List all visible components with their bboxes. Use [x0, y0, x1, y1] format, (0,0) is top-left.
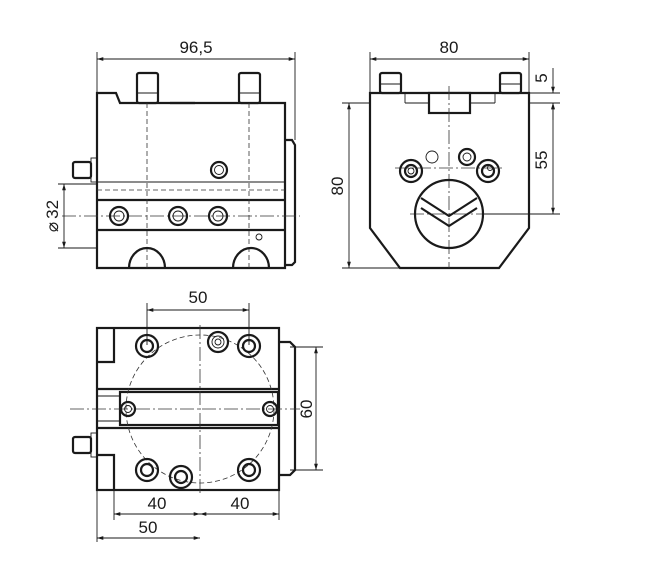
- front-pin-left: [135, 71, 160, 105]
- side-view: 80: [328, 38, 560, 270]
- dim-front-diameter: ⌀32: [43, 200, 62, 232]
- top-channel-screw-right: [261, 400, 279, 418]
- front-view: 96,5: [43, 38, 300, 270]
- front-pin-right: [237, 71, 262, 105]
- dim-side-center: 55: [532, 151, 551, 170]
- dim-top-spacing: 50: [189, 288, 208, 307]
- dim-side-offset: 5: [532, 73, 551, 82]
- side-key: [427, 91, 472, 115]
- dim-top-height: 60: [297, 400, 316, 419]
- top-screw-top: [206, 330, 230, 354]
- top-pin-bottom: [168, 464, 194, 490]
- dim-front-width: 96,5: [179, 38, 212, 57]
- dim-side-height: 80: [328, 177, 347, 196]
- side-hole-mid: [457, 147, 477, 167]
- top-hole-4: [236, 457, 262, 483]
- dim-bottom-right: 40: [231, 494, 250, 513]
- top-channel: [118, 390, 280, 427]
- front-bore-right: [231, 246, 271, 269]
- front-pin-side: [71, 160, 93, 180]
- front-screw-3: [207, 205, 229, 227]
- dim-side-width: 80: [440, 38, 459, 57]
- top-right-flange: [279, 340, 297, 477]
- top-view: 50 60: [70, 288, 323, 542]
- top-hole-2: [236, 333, 262, 359]
- front-body-outline: [95, 91, 287, 270]
- top-channel-screw-left: [119, 400, 137, 418]
- side-hole-left: [398, 158, 424, 184]
- top-hole-1: [134, 333, 160, 359]
- dim-bottom-overall: 50: [139, 518, 158, 537]
- front-screw-top: [209, 160, 229, 180]
- side-pin-left: [378, 71, 403, 95]
- side-pin-right: [498, 71, 523, 95]
- front-bore-left: [127, 246, 167, 269]
- front-screw-2: [167, 205, 189, 227]
- side-hole-right: [475, 158, 501, 184]
- top-hole-3: [134, 457, 160, 483]
- dim-bottom-left: 40: [148, 494, 167, 513]
- front-right-flange: [285, 138, 297, 267]
- top-pin-side: [71, 435, 93, 455]
- side-hole-small: [425, 150, 439, 164]
- front-screw-1: [108, 205, 130, 227]
